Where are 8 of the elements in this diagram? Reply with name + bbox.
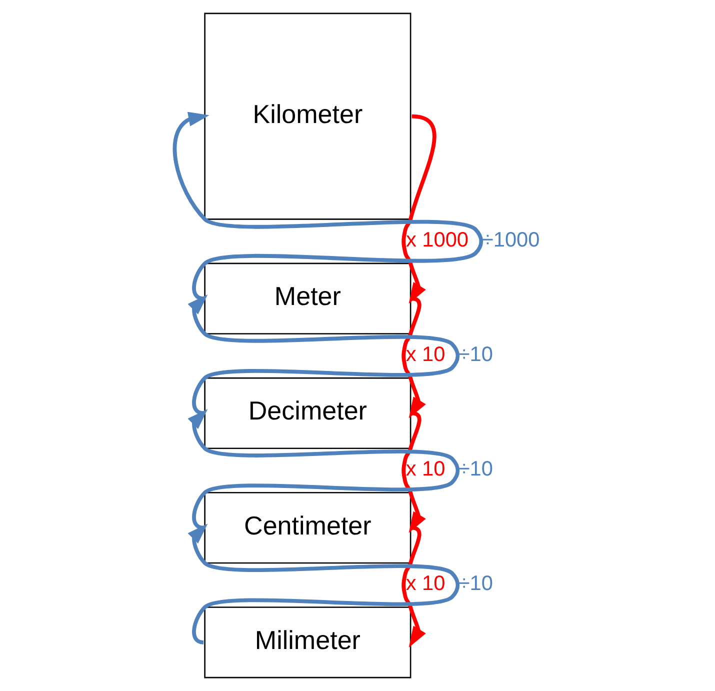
edge-label: ÷1000: [482, 228, 540, 252]
edge-label: x 1000: [406, 228, 469, 252]
edge-label: ÷10: [458, 342, 493, 366]
edge-label: ÷10: [458, 457, 493, 480]
edge-label: ÷10: [458, 572, 493, 596]
edge-label: x 10: [406, 457, 446, 480]
edge-label: x 10: [406, 342, 446, 366]
edge-label: x 10: [406, 572, 446, 596]
